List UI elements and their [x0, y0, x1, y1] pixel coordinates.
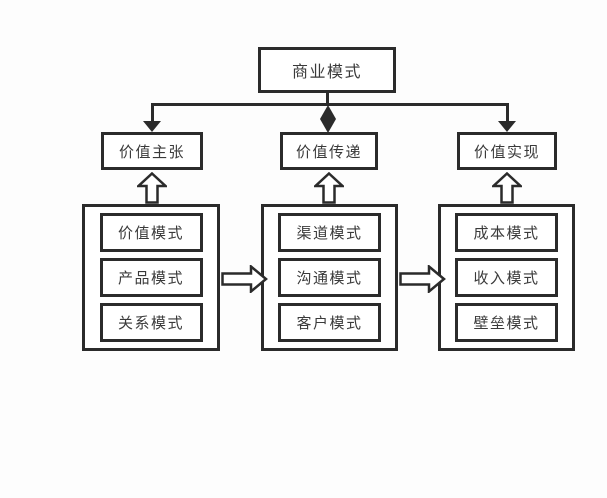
item-label: 沟通模式 [296, 270, 363, 287]
node-value-delivery: 价值传递 [280, 132, 378, 170]
item-label: 关系模式 [117, 315, 184, 332]
connector-left-drop [151, 104, 154, 122]
item-revenue-pattern: 收入模式 [455, 258, 558, 297]
node-business-model-label: 商业模式 [291, 64, 362, 81]
arrow-up-icon [492, 172, 522, 204]
item-label: 产品模式 [117, 270, 184, 287]
item-label: 壁垒模式 [473, 315, 540, 332]
item-label: 价值模式 [117, 225, 184, 242]
node-value-proposition: 价值主张 [101, 132, 203, 170]
node-value-realization: 价值实现 [457, 132, 557, 170]
node-business-model: 商业模式 [258, 47, 396, 93]
item-relationship-pattern: 关系模式 [99, 303, 203, 342]
item-value-pattern: 价值模式 [99, 213, 203, 252]
double-arrow-vertical-icon [320, 105, 336, 133]
connector-right-drop [506, 104, 509, 122]
connector-root-stub [326, 93, 329, 105]
connector-horizontal-line [151, 103, 509, 106]
item-communication-pattern: 沟通模式 [278, 258, 381, 297]
group-value-proposition: 价值模式 产品模式 关系模式 [82, 204, 220, 351]
group-value-delivery: 渠道模式 沟通模式 客户模式 [261, 204, 398, 351]
item-label: 收入模式 [473, 270, 540, 287]
arrow-right-icon [399, 265, 446, 293]
arrow-up-icon [314, 172, 344, 204]
group-value-realization: 成本模式 收入模式 壁垒模式 [438, 204, 575, 351]
node-value-proposition-label: 价值主张 [118, 143, 185, 161]
node-value-delivery-label: 价值传递 [295, 143, 362, 161]
item-label: 客户模式 [296, 315, 363, 332]
item-barrier-pattern: 壁垒模式 [455, 303, 558, 342]
arrow-up-icon [137, 172, 167, 204]
node-value-realization-label: 价值实现 [473, 143, 540, 161]
item-cost-pattern: 成本模式 [455, 213, 558, 252]
arrow-down-icon [143, 121, 161, 132]
item-customer-pattern: 客户模式 [278, 303, 381, 342]
arrow-right-icon [221, 265, 268, 293]
item-channel-pattern: 渠道模式 [278, 213, 381, 252]
item-label: 成本模式 [473, 225, 540, 242]
item-product-pattern: 产品模式 [99, 258, 203, 297]
arrow-down-icon [498, 121, 516, 132]
item-label: 渠道模式 [296, 225, 363, 242]
